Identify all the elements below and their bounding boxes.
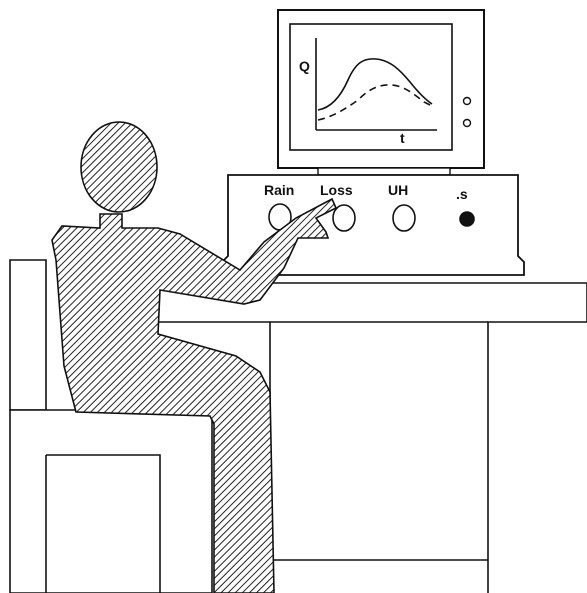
loss-knob[interactable] [333, 205, 355, 231]
knob-label-uh: UH [388, 182, 408, 198]
monitor-stand [318, 168, 450, 175]
x-axis-label: t [400, 130, 405, 146]
knob-label-s: .s [456, 186, 468, 202]
monitor-screen [290, 24, 452, 150]
uh-knob[interactable] [393, 205, 415, 231]
monitor [278, 10, 484, 175]
indicator-light-icon [464, 120, 471, 127]
knob-label-loss: Loss [320, 182, 353, 198]
indicator-light-icon [464, 98, 471, 105]
y-axis-label: Q [299, 58, 310, 74]
knob-label-rain: Rain [264, 182, 294, 198]
s-knob[interactable] [460, 212, 474, 226]
person-head [81, 122, 157, 212]
